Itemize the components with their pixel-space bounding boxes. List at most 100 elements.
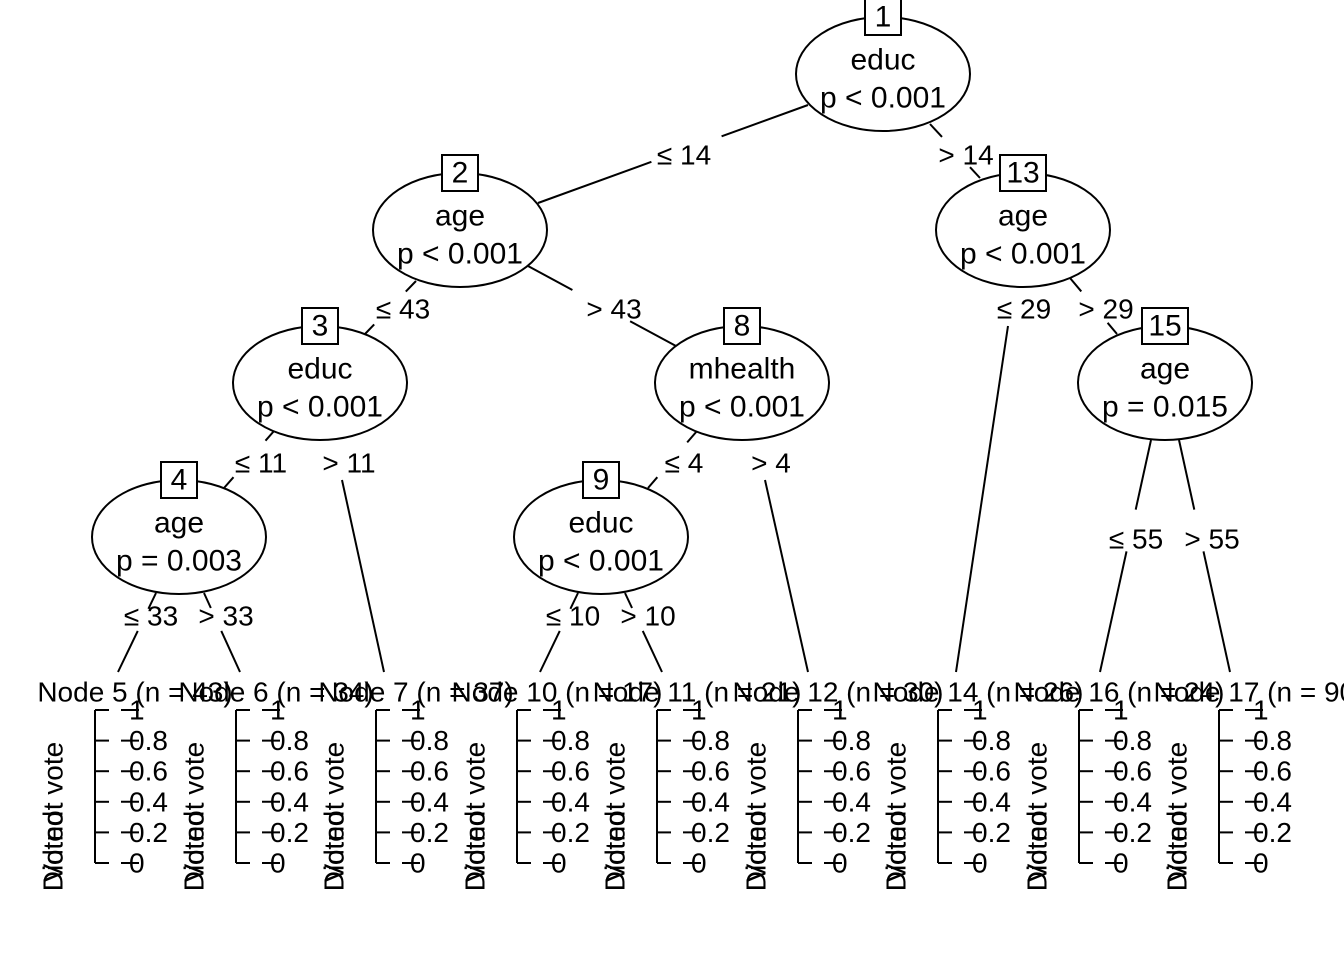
leaf-ylabel-bottom: Did not vote [179, 742, 210, 891]
leaf-tick-label: 1 [832, 695, 848, 726]
node-id-box [1141, 307, 1189, 345]
edge-15-16: ≤ 55 [1099, 439, 1163, 673]
leaf-tick-label: 1 [972, 695, 988, 726]
edge-line [220, 630, 241, 673]
leaf-tick-label: 0.8 [1253, 725, 1292, 756]
node-variable: educ [568, 507, 633, 540]
edge-label: ≤ 55 [1109, 524, 1163, 555]
leaf-title: Node 16 (n = 24) [1014, 677, 1225, 708]
leaf-tick-label: 0.8 [270, 725, 309, 756]
edge-line [764, 479, 809, 673]
edge-line [223, 476, 235, 489]
edge-8-9: ≤ 4 [647, 430, 703, 489]
leaf-ylabel-bottom: Did not vote [1162, 742, 1193, 891]
leaf-tick-label: 0.2 [129, 817, 168, 848]
node-pvalue: p < 0.001 [960, 238, 1086, 271]
leaf-tick-label: 0.8 [129, 725, 168, 756]
node-variable: age [154, 507, 204, 540]
node-id-box [160, 461, 198, 499]
leaf-tick-label: 0.2 [551, 817, 590, 848]
node-id: 3 [312, 310, 329, 343]
edge-line [203, 592, 212, 609]
node-id-box [999, 154, 1047, 192]
leaf-tick-label: 0 [972, 848, 988, 879]
edge-line [686, 430, 698, 444]
leaf-tick-label: 0.2 [832, 817, 871, 848]
leaf-ylabel-top: Voted [460, 811, 491, 883]
edge-line [527, 265, 573, 291]
leaf-tick-label: 1 [1253, 695, 1269, 726]
node-pvalue: p < 0.001 [538, 545, 664, 578]
leaf-tick-label: 0.6 [1113, 756, 1152, 787]
leaf-tick-label: 0.6 [972, 756, 1011, 787]
node-variable: age [1140, 353, 1190, 386]
leaf-ylabel-bottom: Did not vote [741, 742, 772, 891]
leaf-tick-label: 0.4 [129, 786, 168, 817]
node-id: 2 [452, 157, 469, 190]
edge-13-14: ≤ 29 [955, 294, 1051, 673]
edge-line [641, 630, 663, 673]
leaf-tick-label: 0 [1113, 848, 1129, 879]
leaf-tick-label: 0.4 [832, 786, 871, 817]
leaf-tick-label: 0 [1253, 848, 1269, 879]
leaf-tick-label: 0 [551, 848, 567, 879]
leaf-tick-label: 0.2 [691, 817, 730, 848]
leaf-ylabel-top: Voted [600, 811, 631, 883]
edge-line [721, 104, 809, 138]
leaf-tick-label: 1 [270, 695, 286, 726]
node-id: 8 [734, 310, 751, 343]
leaf-tick-label: 0 [129, 848, 145, 879]
node-pvalue: p = 0.015 [1102, 391, 1228, 424]
leaf-ylabel-top: Voted [741, 811, 772, 883]
edge-line [929, 123, 943, 138]
edge-line [629, 320, 677, 347]
edge-label: > 10 [620, 601, 675, 632]
leaf-title: Node 5 (n = 43) [37, 677, 232, 708]
node-id-box [864, 0, 902, 36]
node-variable: mhealth [689, 353, 796, 386]
leaf-tick-label: 0.2 [1113, 817, 1152, 848]
leaf-ylabel-bottom: Did not vote [1022, 742, 1053, 891]
leaf-tick-label: 0.8 [832, 725, 871, 756]
leaf-ylabel-top: Voted [319, 811, 350, 883]
node-id-box [301, 307, 339, 345]
node-id: 9 [593, 464, 610, 497]
edge-line [147, 592, 157, 610]
node-id: 13 [1006, 157, 1039, 190]
leaf-tick-label: 0.6 [551, 756, 590, 787]
edge-label: > 11 [322, 448, 375, 479]
edge-line [1178, 439, 1196, 510]
leaf-tick-label: 0.6 [1253, 756, 1292, 787]
node-variable: age [998, 200, 1048, 233]
edge-line [955, 325, 1009, 673]
node-id: 4 [171, 464, 188, 497]
edge-line [1106, 322, 1118, 335]
leaf-ylabel-bottom: Did not vote [881, 742, 912, 891]
leaf-title: Node 11 (n = 21) [593, 677, 802, 708]
edge-line [537, 160, 652, 204]
leaf-tick-label: 0.4 [691, 786, 730, 817]
node-pvalue: p < 0.001 [397, 238, 523, 271]
leaf-tick-label: 0.2 [1253, 817, 1292, 848]
leaf-tick-label: 1 [410, 695, 426, 726]
leaf-title: Node 7 (n = 37) [318, 677, 513, 708]
leaf-tick-label: 0.8 [691, 725, 730, 756]
leaf-tick-label: 0.8 [1113, 725, 1152, 756]
edge-line [1134, 439, 1152, 510]
leaf-tick-label: 0.6 [410, 756, 449, 787]
leaf-tick-label: 0 [691, 848, 707, 879]
edge-15-17: > 55 [1178, 439, 1240, 673]
leaf-tick-label: 0.6 [129, 756, 168, 787]
leaf-tick-label: 0.6 [832, 756, 871, 787]
edge-label: > 33 [198, 601, 253, 632]
